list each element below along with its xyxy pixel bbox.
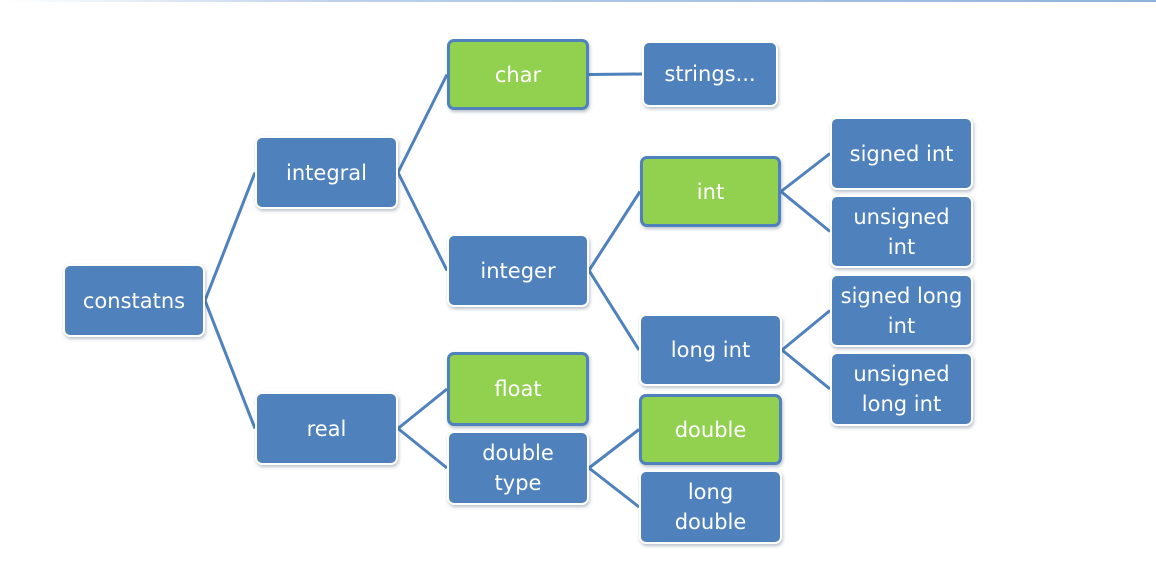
node-strings: strings...	[642, 41, 778, 107]
node-constatns: constatns	[63, 264, 205, 337]
connector-constatns-real	[203, 299, 257, 430]
connector-integral-integer	[396, 171, 449, 272]
connector-real-double_type	[397, 427, 448, 470]
connector-constatns-integral	[203, 171, 257, 302]
node-integral: integral	[255, 136, 398, 209]
node-long-double: long double	[639, 470, 782, 544]
node-double: double	[639, 394, 782, 465]
connector-int-signed_int	[780, 152, 831, 193]
node-signed-long-int: signed long int	[830, 274, 973, 347]
connector-char-strings	[588, 72, 643, 76]
top-divider	[0, 0, 1156, 2]
connector-long_int-signed_long_int	[781, 309, 831, 352]
node-char: char	[447, 39, 589, 110]
node-unsigned-long-int: unsigned long int	[830, 352, 973, 426]
node-signed-int: signed int	[830, 117, 973, 190]
node-int: int	[640, 156, 781, 227]
node-long-int: long int	[639, 314, 782, 386]
connector-integral-char	[396, 73, 449, 174]
connector-integer-int	[587, 190, 642, 272]
connector-real-float	[397, 387, 448, 430]
connector-long_int-unsigned_long_int	[781, 348, 831, 391]
node-integer: integer	[447, 234, 589, 307]
node-double-type: double type	[447, 431, 589, 505]
connector-integer-long_int	[587, 269, 641, 351]
node-float: float	[447, 352, 589, 426]
node-unsigned-int: unsigned int	[830, 195, 973, 268]
connector-double_type-double	[588, 428, 640, 470]
connector-int-unsigned_int	[780, 190, 831, 233]
connector-double_type-long_double	[588, 466, 640, 509]
node-real: real	[255, 392, 398, 465]
